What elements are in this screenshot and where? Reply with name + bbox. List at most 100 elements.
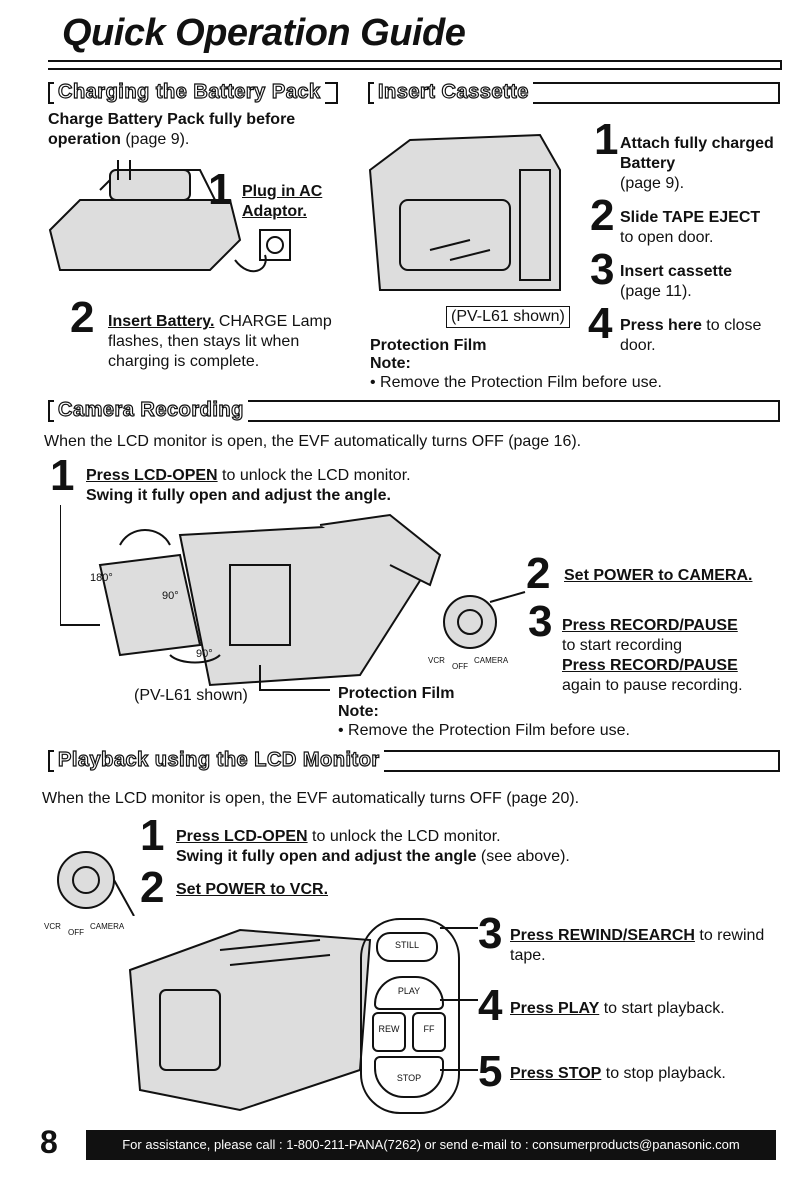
cassette-step1-text: (page 9).	[620, 175, 685, 192]
recording-step3-num: 3	[528, 597, 553, 646]
cassette-step2: Slide TAPE EJECT to open door.	[620, 208, 790, 248]
cassette-note-text: • Remove the Protection Film before use.	[370, 374, 662, 391]
stop-button-label: STOP	[396, 1073, 422, 1083]
charging-step2: Insert Battery. CHARGE Lamp flashes, the…	[108, 312, 338, 372]
charger-illustration	[48, 160, 291, 273]
playback-step4-num: 4	[478, 981, 503, 1030]
camcorder-recording-illustration	[60, 505, 442, 691]
cassette-step1-num: 1	[594, 115, 619, 164]
cassette-step2-num: 2	[590, 191, 615, 240]
page-title: Quick Operation Guide	[62, 12, 466, 54]
cassette-header: Insert Cassette	[374, 80, 533, 104]
playback-step2-text: Set POWER to VCR.	[176, 881, 329, 898]
recording-dial-off: OFF	[452, 662, 468, 671]
recording-note-text: • Remove the Protection Film before use.	[338, 722, 630, 739]
title-rule	[48, 60, 782, 70]
cassette-step2-text: to open door.	[620, 229, 714, 246]
playback-step4-bold: Press PLAY	[510, 1000, 600, 1017]
playback-intro: When the LCD monitor is open, the EVF au…	[42, 790, 580, 807]
still-button-label: STILL	[394, 940, 419, 950]
recording-step3-b-text: again to pause recording.	[562, 677, 743, 694]
recording-step1-line1-text: to unlock the LCD monitor.	[217, 467, 411, 484]
camcorder-playback-illustration	[128, 928, 372, 1112]
cassette-step4-bold: Press here	[620, 317, 702, 334]
ff-button[interactable]: FF	[412, 1012, 446, 1052]
recording-step1-num: 1	[50, 451, 75, 500]
recording-step1: Press LCD-OPEN to unlock the LCD monitor…	[86, 466, 526, 506]
charging-header: Charging the Battery Pack	[54, 80, 325, 104]
cassette-step3-bold: Insert cassette	[620, 263, 733, 280]
recording-step1-line1-bold: Press LCD-OPEN	[86, 467, 218, 484]
cassette-step4-num: 4	[588, 299, 613, 348]
recording-model-label: (PV-L61 shown)	[134, 687, 248, 704]
recording-step2-text: Set POWER to CAMERA.	[564, 567, 753, 584]
playback-step5-num: 5	[478, 1047, 503, 1096]
playback-step4-text: to start playback.	[599, 1000, 725, 1017]
playback-step1-line1-text: to unlock the LCD monitor.	[307, 828, 501, 845]
charging-step1-text: Plug in AC Adaptor.	[242, 183, 323, 220]
cassette-step1-bold: Attach fully charged Battery	[620, 135, 774, 172]
recording-film-label: Protection Film	[338, 685, 455, 702]
assistance-banner: For assistance, please call : 1-800-211-…	[86, 1130, 776, 1160]
power-dial-vcr-illustration	[57, 851, 135, 916]
recording-step3-b-bold: Press RECORD/PAUSE	[562, 657, 738, 674]
recording-header: Camera Recording	[54, 398, 248, 422]
charging-step2-bold: Insert Battery.	[108, 313, 215, 330]
cassette-step2-bold: Slide TAPE EJECT	[620, 209, 761, 226]
recording-angle-90a: 90°	[162, 590, 179, 602]
recording-intro: When the LCD monitor is open, the EVF au…	[44, 433, 582, 450]
playback-dial-off: OFF	[68, 928, 84, 937]
cassette-step1: Attach fully charged Battery (page 9).	[620, 134, 780, 194]
play-button-label: PLAY	[397, 986, 421, 996]
playback-step3: Press REWIND/SEARCH to rewind tape.	[510, 926, 770, 966]
charging-intro-ref: (page 9).	[120, 131, 190, 148]
cassette-step3-text: (page 11).	[620, 283, 692, 300]
cassette-step4: Press here to close door.	[620, 316, 790, 356]
playback-dial-vcr: VCR	[44, 922, 61, 931]
playback-control-panel	[360, 918, 460, 1114]
charging-step2-num: 2	[70, 293, 95, 342]
playback-step3-num: 3	[478, 909, 503, 958]
playback-step1-line2-bold: Swing it fully open and adjust the angle	[176, 848, 477, 865]
cassette-step4-text: to close door.	[620, 317, 762, 354]
recording-step3-a-text: to start recording	[562, 637, 683, 654]
page-number: 8	[40, 1124, 58, 1160]
playback-step1: Press LCD-OPEN to unlock the LCD monitor…	[176, 827, 736, 867]
charging-step2-text: CHARGE Lamp flashes, then stays lit when…	[108, 313, 332, 370]
recording-step2-num: 2	[526, 549, 551, 598]
still-button[interactable]: STILL	[376, 932, 438, 962]
rew-button[interactable]: REW	[372, 1012, 406, 1052]
playback-step2-num: 2	[140, 863, 165, 912]
playback-step1-line2-text: (see above).	[476, 848, 570, 865]
playback-header: Playback using the LCD Monitor	[54, 748, 384, 772]
playback-step1-num: 1	[140, 811, 165, 860]
recording-note-label: Note:	[338, 703, 379, 720]
power-dial-camera-illustration	[443, 591, 526, 649]
recording-step1-line2: Swing it fully open and adjust the angle…	[86, 487, 391, 504]
cassette-film-label: Protection Film	[370, 337, 487, 354]
charging-step1-num: 1	[208, 165, 233, 214]
playback-step1-line1-bold: Press LCD-OPEN	[176, 828, 308, 845]
recording-dial-camera: CAMERA	[474, 656, 509, 665]
recording-angle-180: 180°	[90, 572, 113, 584]
cassette-note-label: Note:	[370, 355, 411, 372]
recording-header-box: Camera Recording	[48, 398, 780, 422]
ff-button-label: FF	[423, 1024, 435, 1034]
recording-step3: Press RECORD/PAUSE to start recording Pr…	[562, 616, 782, 696]
playback-step3-text: to rewind tape.	[510, 927, 765, 964]
playback-step5-bold: Press STOP	[510, 1065, 602, 1082]
cassette-model-label: (PV-L61 shown)	[446, 306, 570, 328]
playback-leader-lines	[440, 927, 478, 1071]
playback-step5: Press STOP to stop playback.	[510, 1064, 780, 1084]
playback-step3-bold: Press REWIND/SEARCH	[510, 927, 695, 944]
cassette-step3-num: 3	[590, 245, 615, 294]
charging-intro-bold: Charge Battery Pack fully before operati…	[48, 111, 296, 148]
charging-header-box: Charging the Battery Pack	[48, 80, 338, 104]
recording-step3-a-bold: Press RECORD/PAUSE	[562, 617, 738, 634]
recording-dial-vcr: VCR	[428, 656, 445, 665]
cassette-header-box: Insert Cassette	[368, 80, 780, 104]
charging-intro: Charge Battery Pack fully before operati…	[48, 110, 348, 150]
cassette-step3: Insert cassette (page 11).	[620, 262, 790, 302]
rew-button-label: REW	[378, 1024, 400, 1034]
recording-angle-90b: 90°	[196, 648, 213, 660]
